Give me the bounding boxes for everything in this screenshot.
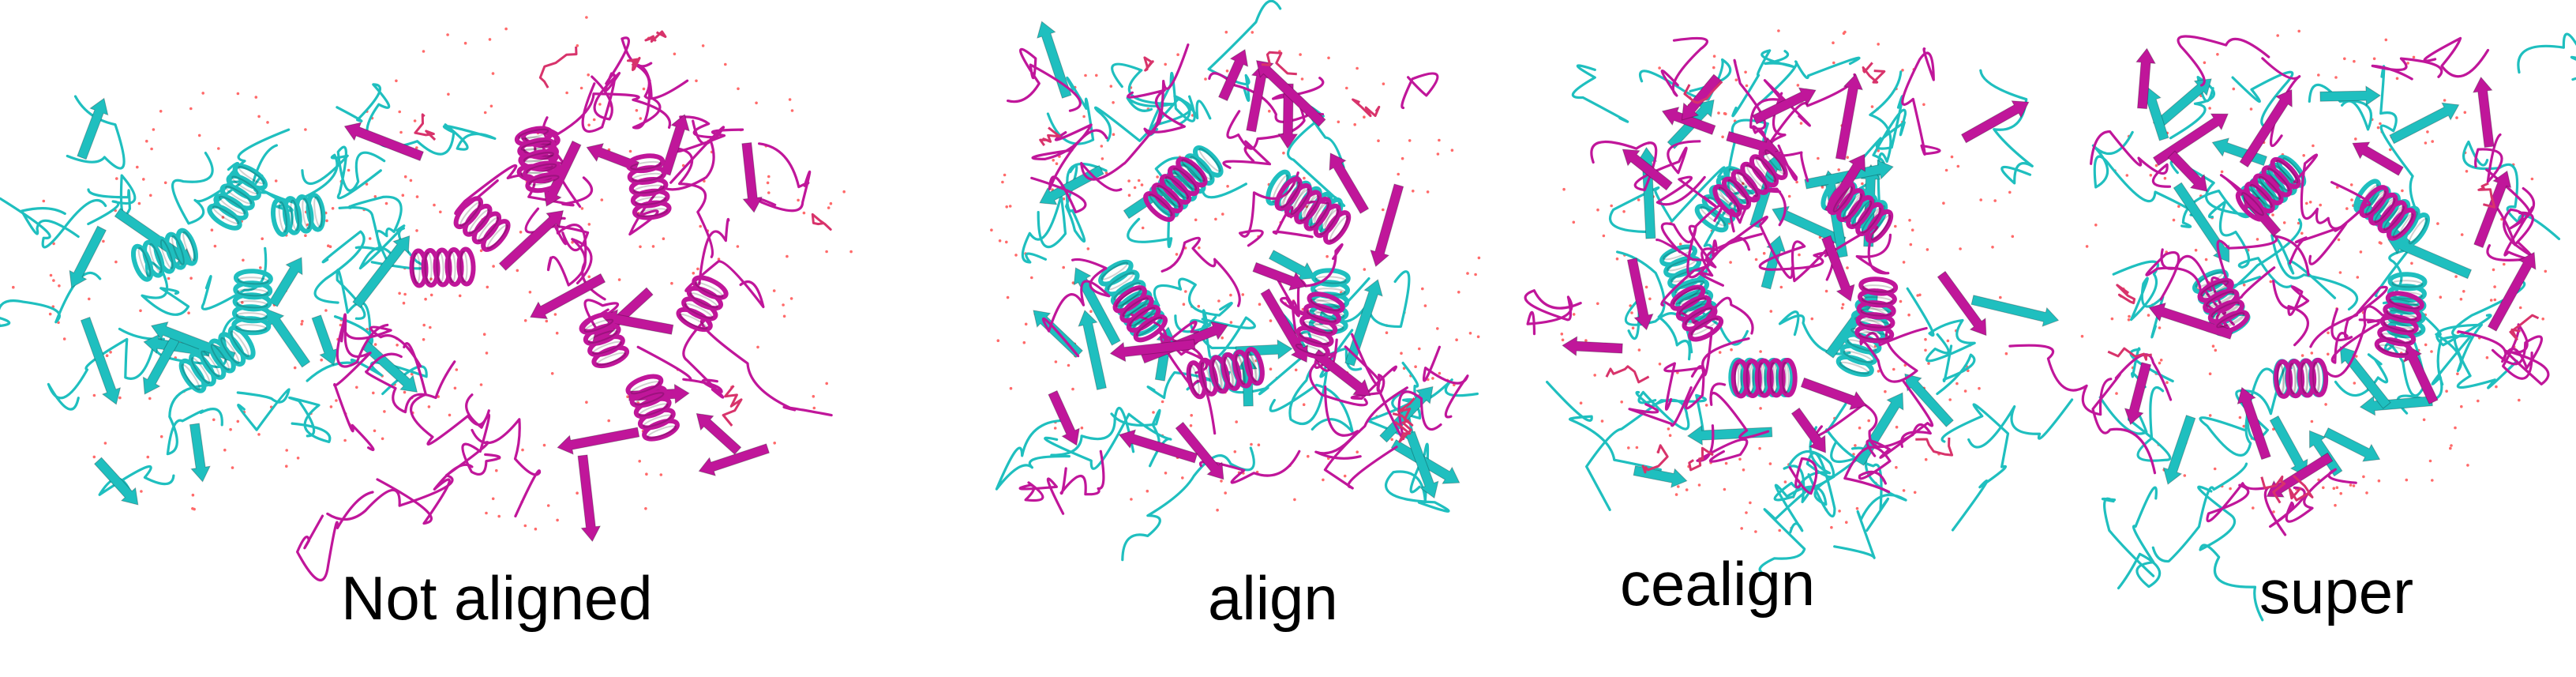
- panel-label-cealign: cealign: [1620, 549, 1816, 619]
- panel-label-super: super: [2259, 557, 2414, 626]
- alpha-helix: [178, 325, 256, 393]
- alpha-helix: [1112, 285, 1168, 343]
- alpha-helix: [207, 164, 268, 231]
- alpha-helix: [579, 312, 630, 369]
- beta-sheets: [69, 97, 418, 506]
- alpha-helix: [1292, 291, 1345, 359]
- beta-sheets: [343, 114, 771, 543]
- alpha-helix: [2274, 357, 2329, 399]
- alpha-helix: [1712, 146, 1788, 218]
- alpha-helix: [1730, 358, 1798, 399]
- ligand-sticks: [2107, 182, 2540, 504]
- alpha-helix: [1854, 276, 1899, 344]
- beta-sheets: [1033, 21, 1460, 499]
- panel-cealign: cealign: [1524, 0, 2074, 677]
- panel-label-align: align: [1208, 563, 1338, 633]
- alpha-helix: [2374, 291, 2424, 359]
- alpha-helix: [625, 374, 680, 442]
- panel-not-aligned: Not aligned: [0, 0, 892, 677]
- panel-super: super: [2008, 0, 2576, 677]
- coil-loops: [1524, 36, 1941, 495]
- alpha-helix: [1274, 176, 1352, 245]
- alpha-helix: [1186, 347, 1265, 400]
- alpha-helix: [130, 228, 198, 282]
- alpha-helix: [676, 275, 729, 333]
- panel-align: align: [947, 0, 1516, 677]
- protein-structure-cealign: [1524, 29, 2074, 574]
- coil-loops: [0, 83, 497, 496]
- alpha-helix: [2235, 156, 2301, 222]
- ligand-sticks: [1039, 51, 1415, 443]
- protein-structure-super: [2008, 29, 2576, 622]
- alpha-helix: [453, 196, 511, 252]
- alpha-helix: [625, 153, 672, 220]
- protein-structure-align: [990, 0, 1481, 562]
- alpha-helix: [2359, 185, 2417, 241]
- ligand-sticks: [1605, 62, 1954, 474]
- coil-loops: [2008, 35, 2550, 536]
- protein-structure-not-aligned: [0, 16, 853, 581]
- beta-sheets: [2124, 47, 2537, 498]
- alpha-helix: [270, 192, 326, 237]
- alpha-helix: [1670, 284, 1724, 342]
- alpha-helix: [2197, 277, 2250, 335]
- alpha-helix: [1143, 156, 1208, 222]
- alpha-helix: [514, 126, 564, 194]
- coil-loops: [296, 36, 833, 581]
- ligand-sticks: [414, 30, 832, 427]
- alpha-helix: [1827, 181, 1894, 243]
- beta-sheets: [1562, 73, 2030, 453]
- alpha-helix: [231, 269, 273, 336]
- panel-label-not-aligned: Not aligned: [341, 563, 653, 633]
- alpha-helix: [409, 246, 476, 288]
